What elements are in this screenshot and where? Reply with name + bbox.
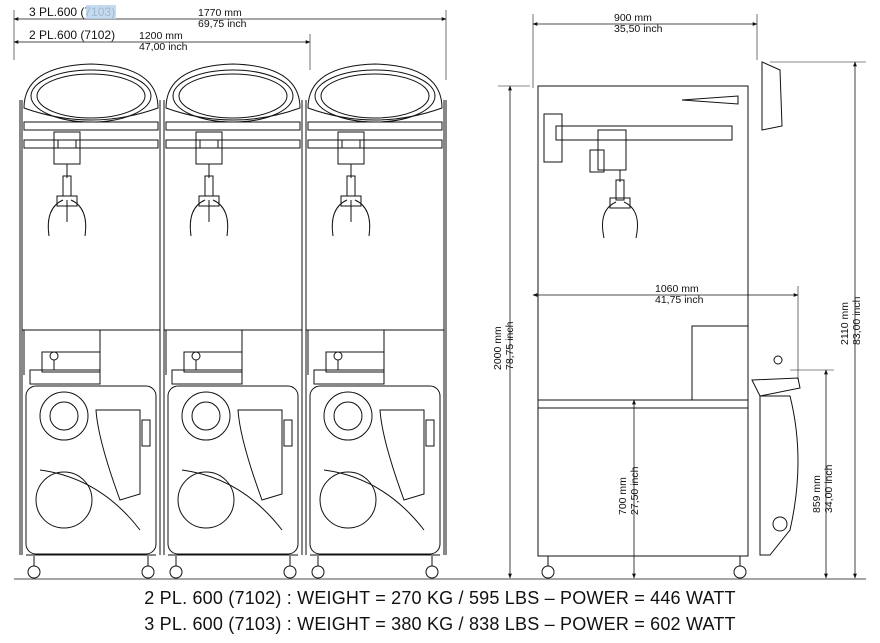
marquee-dome bbox=[307, 63, 443, 121]
claw-body bbox=[346, 175, 356, 197]
depth-top-mm: 900 mm bbox=[614, 12, 652, 24]
wheel bbox=[425, 565, 439, 579]
height-front-mm: 2000 mm bbox=[492, 326, 504, 370]
control-panel bbox=[171, 369, 243, 385]
gantry-rail bbox=[555, 125, 733, 141]
wheel bbox=[283, 565, 297, 579]
side-cabinet bbox=[537, 85, 749, 557]
coin-door bbox=[379, 409, 425, 501]
claw-body bbox=[62, 175, 72, 197]
width2-inch: 47,00 inch bbox=[139, 41, 188, 53]
wheel bbox=[169, 565, 183, 579]
wheel bbox=[541, 565, 555, 579]
side-claw bbox=[602, 201, 638, 239]
height-dimension-total: 2110 mm 83,00 inch bbox=[770, 61, 866, 579]
claw-module-3 bbox=[305, 63, 445, 579]
width2-mm: 1200 mm bbox=[139, 30, 183, 42]
height-front-inch: 78,75 inch bbox=[504, 321, 516, 370]
model3-prefix: 3 PL.600 ( bbox=[29, 5, 84, 19]
coin-slot bbox=[425, 419, 435, 447]
coin-slot bbox=[283, 419, 293, 447]
joystick bbox=[49, 351, 59, 361]
speaker bbox=[323, 391, 373, 441]
marquee-edge bbox=[681, 95, 739, 105]
height-dimension-control: 859 mm 34,00 inch bbox=[790, 369, 835, 579]
prize-chute bbox=[41, 351, 101, 373]
wheel bbox=[141, 565, 155, 579]
height-total-mm: 2110 mm bbox=[839, 302, 851, 345]
depth-mid-mm: 1060 mm bbox=[655, 283, 699, 295]
marquee-oval bbox=[172, 69, 294, 123]
claw-fingers bbox=[331, 199, 371, 237]
lower-cabinet bbox=[25, 385, 157, 555]
height-total-inch: 83,00 inch bbox=[851, 296, 863, 345]
footer-spec-2pl: 2 PL. 600 (7102) : WEIGHT = 270 KG / 595… bbox=[144, 588, 736, 608]
model2-label: 2 PL.600 (7102) bbox=[29, 28, 115, 42]
prize-chute bbox=[183, 351, 243, 373]
wheel bbox=[311, 565, 325, 579]
claw-module-2 bbox=[163, 63, 303, 579]
joystick bbox=[191, 351, 201, 361]
control-panel bbox=[29, 369, 101, 385]
height-dimension-base: 700 mm 27,50 inch bbox=[617, 399, 641, 579]
height-dimension-front: 2000 mm 78,75 inch bbox=[492, 85, 530, 579]
lower-cabinet bbox=[309, 385, 441, 555]
speaker bbox=[181, 391, 231, 441]
height-control-inch: 34,00 inch bbox=[823, 464, 835, 513]
depth-dimension-mid: 1060 mm 41,75 inch bbox=[532, 283, 799, 380]
claw-fingers bbox=[47, 199, 87, 237]
side-front-panel bbox=[759, 395, 799, 556]
side-control-panel bbox=[751, 377, 801, 397]
marquee-dome bbox=[165, 63, 301, 121]
joystick bbox=[333, 351, 343, 361]
width3-mm: 1770 mm bbox=[198, 7, 242, 19]
coin-door bbox=[237, 409, 283, 501]
claw-fingers bbox=[189, 199, 229, 237]
front-view bbox=[19, 63, 447, 579]
width-dimension-2pl: 2 PL.600 (7102) 1200 mm 47,00 inch bbox=[13, 28, 311, 70]
lower-cabinet bbox=[167, 385, 299, 555]
depth-dimension-top: 900 mm 35,50 inch bbox=[532, 12, 758, 88]
depth-mid-inch: 41,75 inch bbox=[655, 294, 704, 306]
height-base-inch: 27,50 inch bbox=[629, 466, 641, 515]
width3-inch: 69,75 inch bbox=[198, 18, 247, 30]
marquee-oval bbox=[314, 69, 436, 123]
height-control-mm: 859 mm bbox=[811, 475, 823, 513]
control-panel bbox=[313, 369, 385, 385]
coin-slot bbox=[141, 419, 151, 447]
side-marquee bbox=[761, 61, 783, 131]
speaker bbox=[39, 391, 89, 441]
claw-body bbox=[204, 175, 214, 197]
footer-spec-3pl: 3 PL. 600 (7103) : WEIGHT = 380 KG / 838… bbox=[144, 614, 736, 634]
marquee-dome bbox=[23, 63, 159, 121]
width-dimension-3pl: 3 PL.600 (7103) 1770 mm 69,75 inch bbox=[13, 5, 447, 80]
wheel bbox=[27, 565, 41, 579]
coin-door bbox=[95, 409, 141, 501]
model3-highlight bbox=[86, 5, 116, 19]
height-base-mm: 700 mm bbox=[617, 477, 629, 515]
marquee-oval bbox=[30, 69, 152, 123]
depth-top-inch: 35,50 inch bbox=[614, 23, 663, 35]
prize-chute bbox=[325, 351, 385, 373]
claw-module-1 bbox=[21, 63, 161, 579]
wheel bbox=[733, 565, 747, 579]
side-view bbox=[537, 61, 801, 579]
